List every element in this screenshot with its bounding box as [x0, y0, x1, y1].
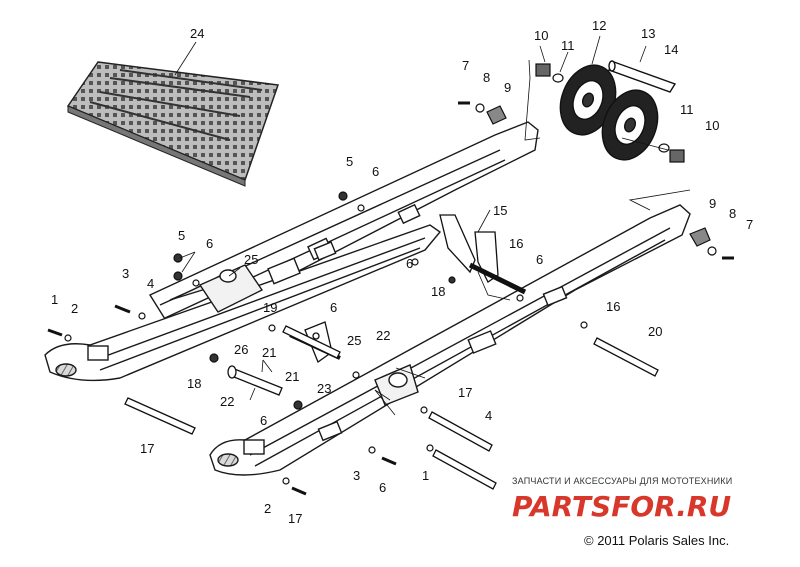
callout-label: 7: [462, 58, 469, 73]
callout-label: 21: [285, 369, 299, 384]
track-drawing: [66, 61, 280, 187]
callout-label: 10: [705, 118, 719, 133]
callout-label: 6: [379, 480, 386, 495]
callout-label: 4: [147, 276, 154, 291]
left-rail-upper-drawing: [44, 224, 442, 382]
callout-label: 6: [206, 236, 213, 251]
callout-label: 14: [664, 42, 678, 57]
callout-label: 7: [746, 217, 753, 232]
callout-label: 17: [288, 511, 302, 526]
callout-label: 24: [190, 26, 204, 41]
callout-label: 10: [534, 28, 548, 43]
callout-label: 16: [606, 299, 620, 314]
callout-label: 20: [648, 324, 662, 339]
callout-label: 22: [220, 394, 234, 409]
callout-label: 6: [372, 164, 379, 179]
rail-lower-drawing: [209, 204, 691, 476]
shafts-drawing: [124, 325, 659, 490]
copyright-text: © 2011 Polaris Sales Inc.: [584, 533, 729, 548]
callout-label: 11: [561, 38, 575, 53]
callout-label: 18: [431, 284, 445, 299]
callout-label: 11: [680, 102, 694, 117]
callout-label: 5: [346, 154, 353, 169]
small-hardware-drawing: [47, 191, 588, 496]
axle-drawing: [607, 60, 677, 93]
callout-label: 2: [264, 501, 271, 516]
watermark-subtitle: ЗАПЧАСТИ И АКСЕССУАРЫ ДЛЯ МОТОТЕХНИКИ: [512, 476, 732, 486]
callout-label: 12: [592, 18, 606, 33]
watermark-logo: PARTSFOR.RU: [512, 490, 731, 523]
watermark: ЗАПЧАСТИ И АКСЕССУАРЫ ДЛЯ МОТОТЕХНИКИ PA…: [512, 476, 732, 523]
callout-label: 22: [376, 328, 390, 343]
callout-label: 13: [641, 26, 655, 41]
callout-label: 23: [317, 381, 331, 396]
callout-label: 6: [406, 256, 413, 271]
callout-label: 6: [260, 413, 267, 428]
callout-label: 6: [330, 300, 337, 315]
callout-label: 25: [347, 333, 361, 348]
callout-label: 1: [422, 468, 429, 483]
callout-label: 5: [178, 228, 185, 243]
callout-label: 3: [122, 266, 129, 281]
hardware-upper-drawing: [458, 101, 734, 260]
callout-label: 8: [729, 206, 736, 221]
callout-label: 6: [536, 252, 543, 267]
callout-label: 1: [51, 292, 58, 307]
callout-label: 4: [485, 408, 492, 423]
leader-lines: [174, 35, 691, 416]
callout-label: 17: [140, 441, 154, 456]
callout-label: 8: [483, 70, 490, 85]
callout-label: 3: [353, 468, 360, 483]
callout-label: 25: [244, 252, 258, 267]
callout-label: 18: [187, 376, 201, 391]
callout-label: 19: [263, 300, 277, 315]
callout-label: 21: [262, 345, 276, 360]
callout-label: 9: [504, 80, 511, 95]
callout-label: 17: [458, 385, 472, 400]
callout-label: 16: [509, 236, 523, 251]
callout-label: 26: [234, 342, 248, 357]
callout-label: 9: [709, 196, 716, 211]
callout-label: 2: [71, 301, 78, 316]
wheel-drawing: [559, 64, 659, 161]
callout-label: 15: [493, 203, 507, 218]
callout-labels: 24 10 11 12 13 14 7 8 9 11 10 5 6 5 6 25…: [51, 18, 753, 526]
